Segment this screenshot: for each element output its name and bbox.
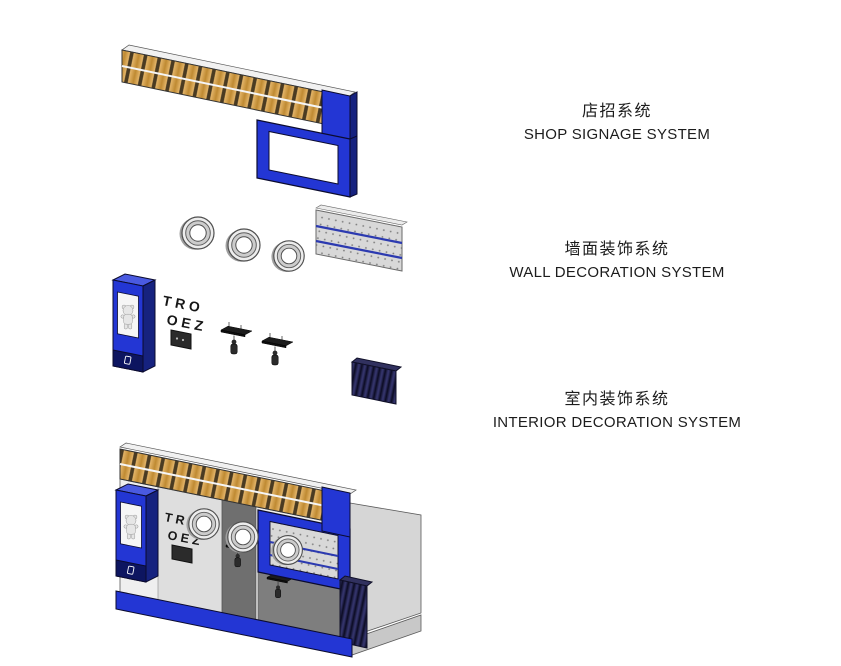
band-top-face-assembled [119, 442, 357, 495]
hanging-display-1 [220, 321, 253, 355]
perforated-panel-top-face [315, 204, 408, 226]
case-logo-mark [124, 355, 132, 365]
signage-frame-opening [268, 130, 339, 185]
signage-band-assembled [119, 442, 357, 538]
case-side-face-assembled [145, 489, 159, 583]
pleated-display-exploded [350, 357, 403, 405]
pleated-display-assembled [338, 575, 374, 649]
counter-display-exploded [170, 329, 192, 350]
label-shop-signage-zh: 店招系统 [581, 103, 652, 120]
label-interior-decoration-zh: 室内装饰系统 [564, 391, 670, 408]
display-case-exploded [111, 273, 157, 373]
label-interior-decoration-en: INTERIOR DECORATION SYSTEM [492, 414, 742, 431]
sign-letters-line2: OEZ [165, 311, 208, 334]
case-base [112, 349, 144, 373]
label-wall-decoration-en: WALL DECORATION SYSTEM [509, 264, 725, 281]
interior-decoration-exploded: TRO OEZ [111, 273, 403, 405]
porthole-1 [178, 216, 215, 251]
porthole-2 [224, 228, 261, 263]
pleats-front-assembled [339, 579, 368, 649]
sign-letters-line1: TRO [161, 292, 205, 316]
pleats-front [351, 361, 397, 405]
hanging-display-2 [261, 332, 294, 366]
wall-decoration-exploded [178, 204, 408, 273]
label-wall-decoration-zh: 墙面装饰系统 [564, 241, 670, 258]
counter-knob-1 [175, 337, 179, 340]
panel-rail-2 [315, 239, 403, 260]
label-shop-signage-en: SHOP SIGNAGE SYSTEM [523, 126, 711, 143]
band-divider-assembled [119, 463, 351, 512]
exploded-axonometric-illustration: TRO OEZ TRO OEZ [111, 44, 422, 658]
counter-body [170, 329, 192, 350]
shop-signage-exploded [121, 44, 358, 198]
display-case-assembled [114, 483, 160, 583]
base-plinth [115, 590, 353, 658]
label-interior-decoration-system: 室内装饰系统 INTERIOR DECORATION SYSTEM [462, 388, 772, 433]
storefront-assembly: TRO OEZ [114, 442, 422, 658]
case-side-face [142, 279, 156, 373]
porthole-3 [270, 240, 305, 273]
signage-frame-side [349, 135, 358, 198]
perforated-panel [315, 209, 403, 272]
signage-band-endcap-side [349, 91, 358, 141]
counter-display-assembled [171, 544, 193, 564]
panel-rail-1 [315, 224, 403, 245]
case-base-assembled [115, 559, 147, 583]
case-logo-mark-assembled [127, 565, 135, 575]
counter-knob-2 [181, 338, 185, 342]
signage-band-endcap [321, 89, 351, 141]
label-wall-decoration-system: 墙面装饰系统 WALL DECORATION SYSTEM [472, 238, 762, 283]
band-endcap-assembled [321, 486, 351, 538]
sign-letters-exploded: TRO OEZ [161, 292, 208, 334]
signage-band-divider [121, 65, 349, 114]
label-shop-signage-system: 店招系统 SHOP SIGNAGE SYSTEM [472, 100, 762, 145]
